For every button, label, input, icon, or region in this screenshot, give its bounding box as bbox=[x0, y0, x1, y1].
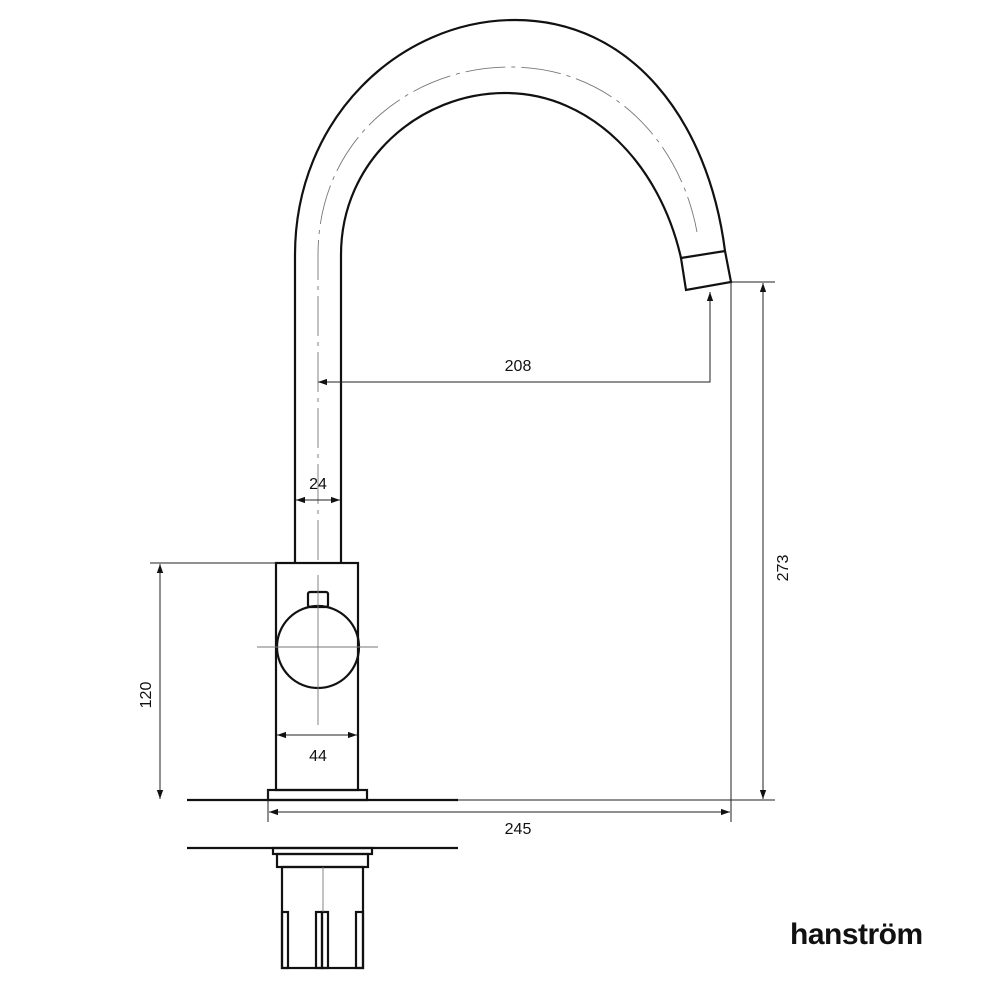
dimension-245: 245 bbox=[267, 282, 732, 838]
dimension-120: 120 bbox=[138, 562, 276, 799]
svg-text:120: 120 bbox=[138, 682, 155, 709]
svg-text:24: 24 bbox=[309, 476, 327, 493]
dimension-24: 24 bbox=[296, 476, 340, 504]
svg-text:245: 245 bbox=[505, 821, 532, 838]
svg-text:44: 44 bbox=[309, 748, 327, 765]
mounting-shank bbox=[187, 846, 458, 970]
dimension-44: 44 bbox=[277, 731, 357, 765]
base-plate bbox=[266, 788, 369, 802]
svg-text:208: 208 bbox=[505, 358, 532, 375]
spout bbox=[293, 18, 733, 563]
faucet-body bbox=[187, 561, 458, 802]
dimension-208: 208 bbox=[318, 292, 714, 386]
aerator bbox=[679, 249, 733, 292]
svg-text:273: 273 bbox=[775, 555, 792, 582]
dimension-273: 273 bbox=[458, 281, 792, 801]
brand-logo: hanström bbox=[790, 918, 923, 951]
